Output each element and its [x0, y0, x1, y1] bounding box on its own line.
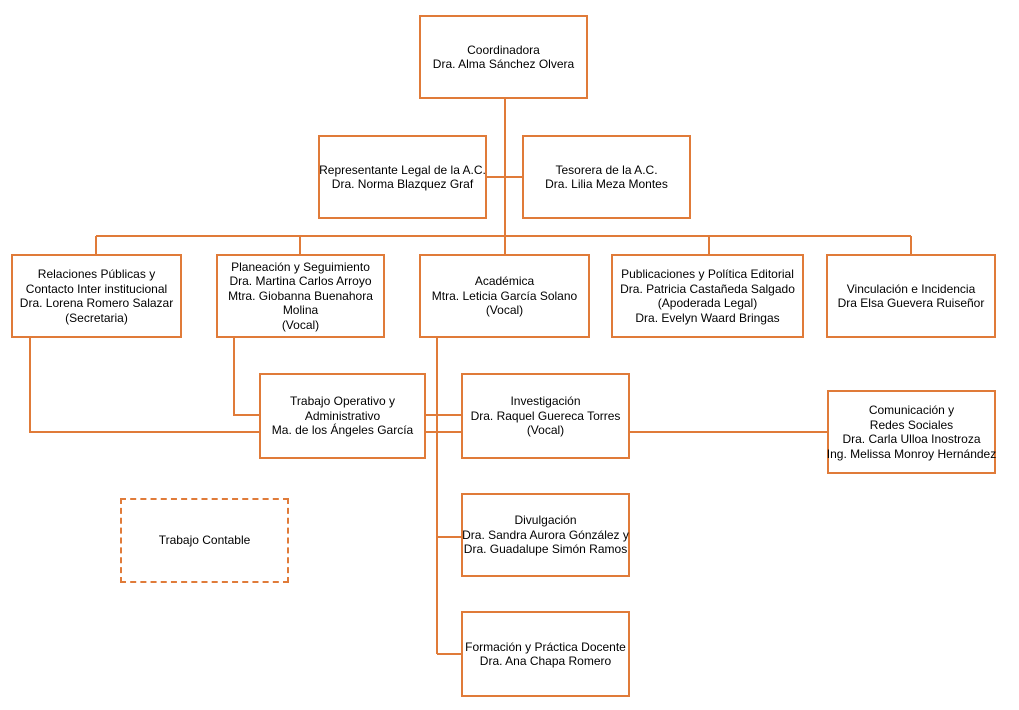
- node-text-line: Relaciones Públicas y: [37, 267, 156, 281]
- node-text-line: Formación y Práctica Docente: [465, 639, 626, 654]
- node-text-line: Coordinadora: [467, 42, 540, 57]
- node-text-line: Ing. Melissa Monroy Hernández: [826, 446, 997, 461]
- node-text-line: Dra. Lorena Romero Salazar: [19, 296, 174, 310]
- node-text-line: Dra. Raquel Guereca Torres: [470, 408, 621, 423]
- node-text-line: Dra. Martina Carlos Arroyo: [229, 274, 372, 289]
- node-text-line: Dra. Lilia Meza Montes: [545, 177, 668, 191]
- node-text-line: Representante Legal de la A.C.: [319, 162, 486, 177]
- node-text-line: (Vocal): [281, 317, 320, 332]
- node-text-line: (Secretaria): [65, 310, 128, 325]
- node-text-line: Trabajo Operativo y: [290, 394, 395, 409]
- node-text-line: Dra Elsa Guevera Ruiseñor: [837, 296, 985, 310]
- node-text-line: Dra. Ana Chapa Romero: [479, 654, 612, 668]
- node-text-line: Dra. Evelyn Waard Bringas: [635, 310, 780, 325]
- node-text-line: Contacto Inter institucional: [25, 281, 168, 296]
- node-text-line: Académica: [474, 274, 535, 289]
- connector: [233, 338, 259, 416]
- node-text-line: Administrativo: [304, 408, 381, 423]
- node-text-line: Dra. Guadalupe Simón Ramos: [463, 542, 628, 557]
- node-text-line: Vinculación e Incidencia: [846, 281, 976, 296]
- node-text-line: Comunicación y: [868, 403, 955, 417]
- node-text-line: Mtra. Giobanna Buenahora: [228, 288, 373, 303]
- node-text-line: (Vocal): [526, 423, 565, 438]
- node-text-line: Trabajo Contable: [158, 533, 251, 548]
- node-text-line: Divulgación: [514, 513, 577, 528]
- node-text-line: Publicaciones y Política Editorial: [621, 267, 794, 281]
- node-text-line: Dra. Norma Blazquez Graf: [331, 177, 474, 191]
- node-text-line: Planeación y Seguimiento: [231, 259, 370, 274]
- node-representante-legal: Representante Legal de la A.C.Dra. Norma…: [318, 135, 487, 219]
- node-text-line: Molina: [282, 303, 319, 318]
- node-trabajo-contable: Trabajo Contable: [120, 498, 289, 583]
- node-text-line: Mtra. Leticia García Solano: [431, 288, 578, 303]
- node-tesorera: Tesorera de la A.C.Dra. Lilia Meza Monte…: [522, 135, 691, 219]
- node-text-line: (Apoderada Legal): [657, 296, 758, 310]
- node-text-line: Tesorera de la A.C.: [555, 162, 658, 177]
- node-text-line: Ma. de los Ángeles García: [271, 423, 414, 438]
- node-text-line: Redes Sociales: [869, 417, 954, 432]
- connector: [29, 338, 259, 433]
- node-text-line: Dra. Carla Ulloa Inostroza: [842, 432, 981, 446]
- node-text-line: Dra. Patricia Castañeda Salgado: [620, 281, 795, 296]
- node-text-line: Investigación: [510, 394, 581, 409]
- node-text-line: Dra. Sandra Aurora Gónzález y: [462, 527, 629, 542]
- node-text-line: Dra. Alma Sánchez Olvera: [432, 57, 575, 71]
- node-text-line: (Vocal): [485, 303, 524, 318]
